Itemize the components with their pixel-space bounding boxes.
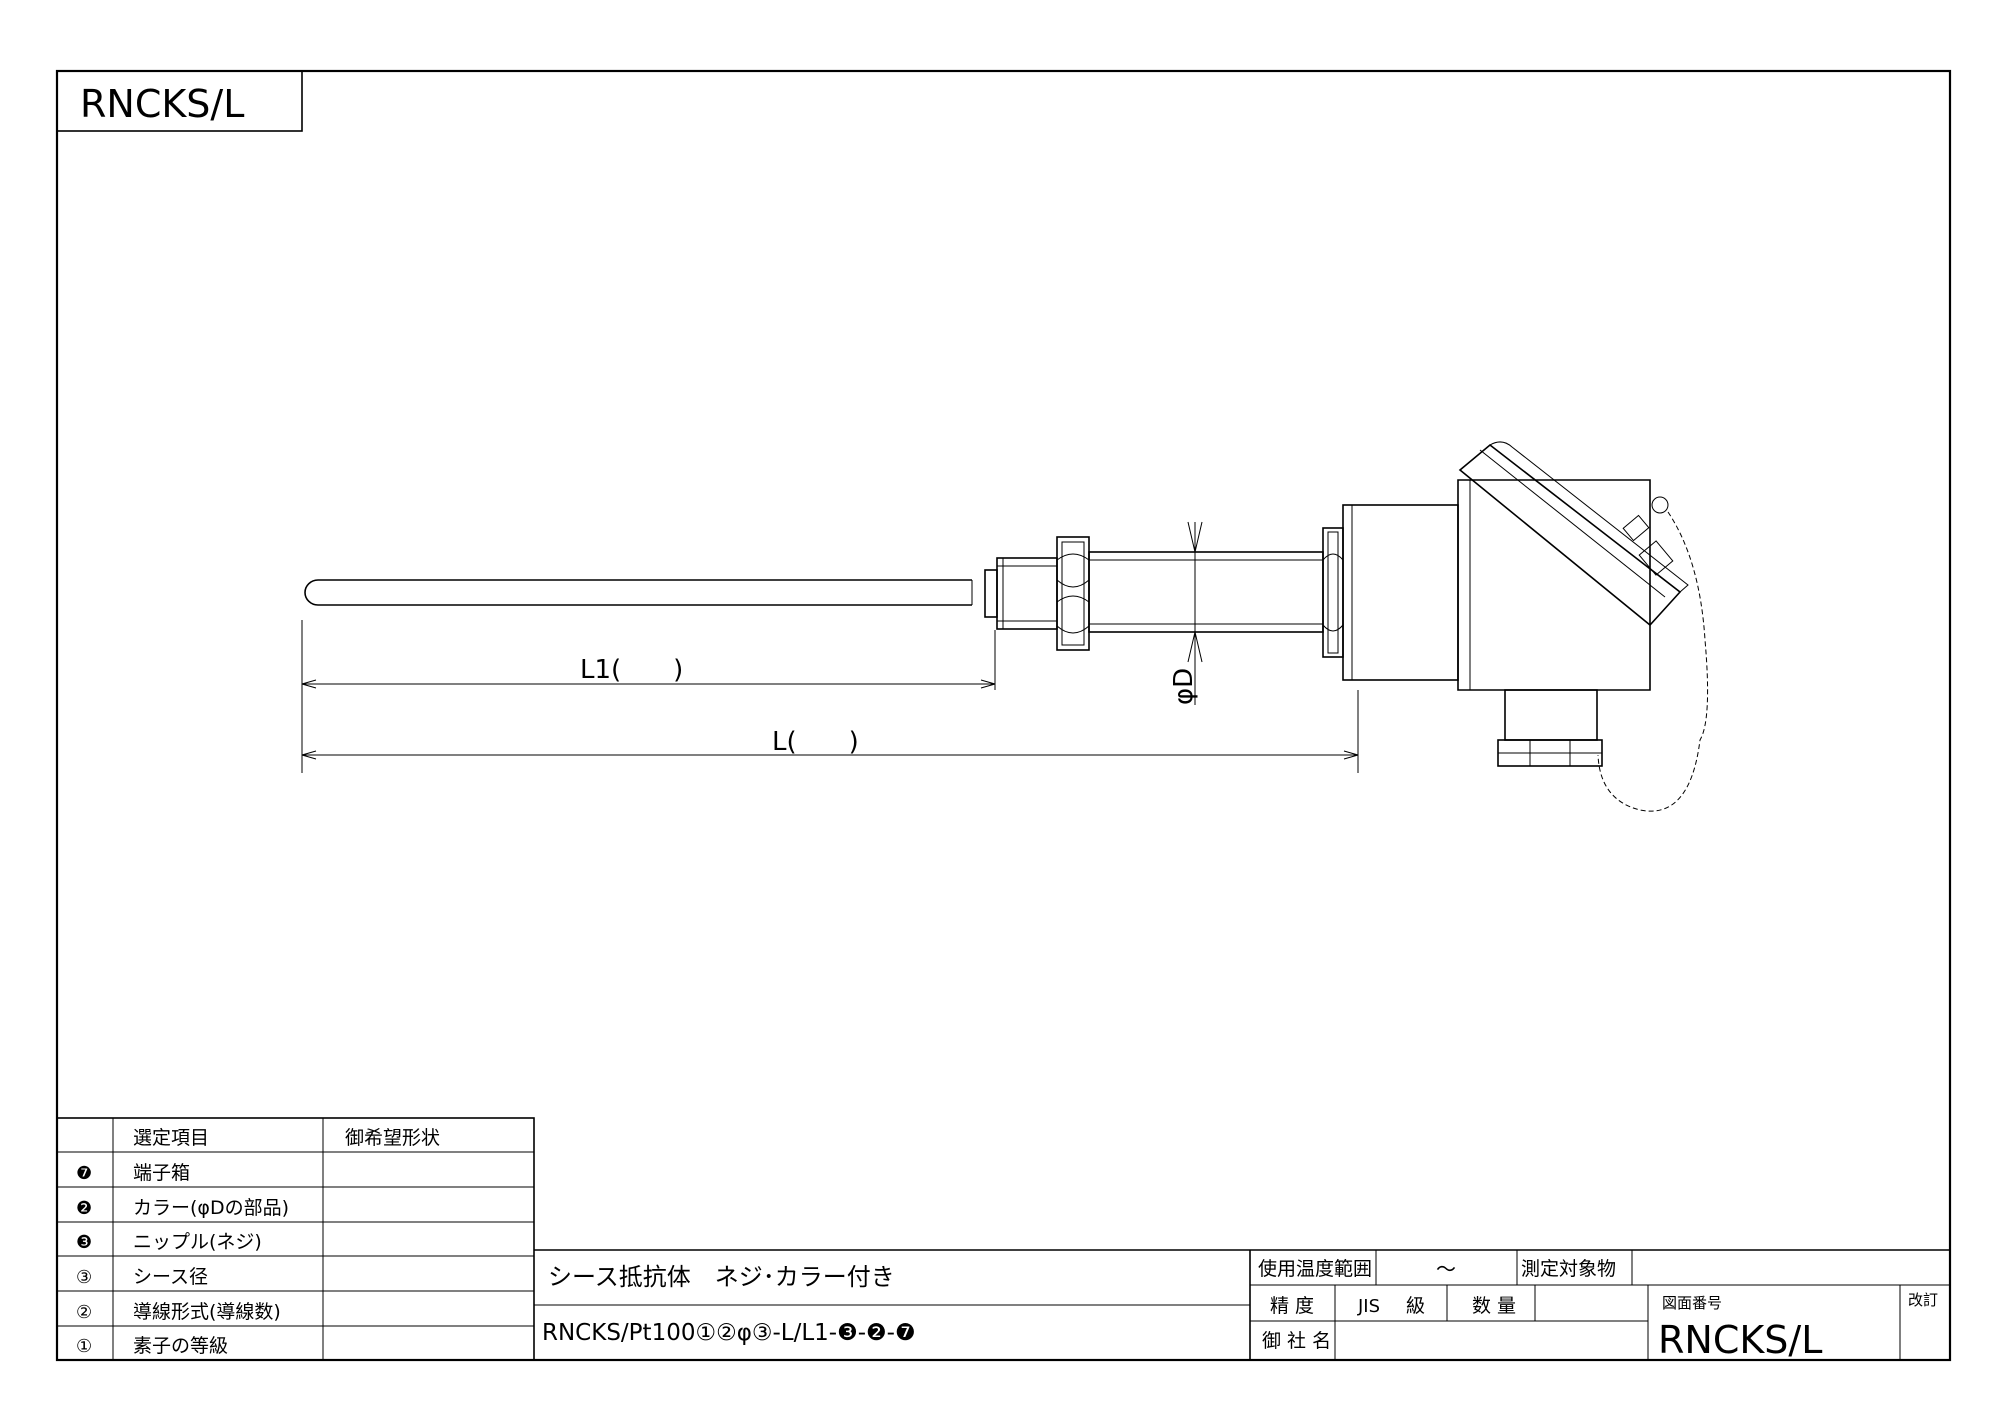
class-label: 級: [1406, 1295, 1425, 1317]
selection-header-wish: 御希望形状: [345, 1127, 440, 1149]
temp-range-value: ～: [1436, 1257, 1456, 1281]
title-block: シース抵抗体 ネジ･カラー付き RNCKS/Pt100①②φ③-L/L1-❸-❷…: [534, 1249, 1950, 1362]
selection-row-mark: ③: [76, 1267, 92, 1288]
terminal-head: [1342, 441, 1709, 812]
revision-label: 改訂: [1908, 1291, 1938, 1309]
selection-row-item: 導線形式(導線数): [133, 1301, 281, 1323]
temp-range-label: 使用温度範囲: [1258, 1258, 1372, 1280]
selection-row-mark: ❼: [76, 1163, 92, 1184]
customer-label: 御 社 名: [1262, 1330, 1331, 1352]
selection-row-mark: ②: [76, 1302, 92, 1323]
collar-tube: [1088, 551, 1324, 633]
selection-row-item: シース径: [133, 1266, 208, 1288]
drawing-code-box: RNCKS/L: [56, 70, 303, 132]
accuracy-label: 精 度: [1270, 1295, 1314, 1317]
selection-header-item: 選定項目: [133, 1127, 209, 1149]
thermometer-drawing: L1( ) L( ) φD: [301, 441, 1709, 812]
drawing-no-label: 図面番号: [1662, 1294, 1722, 1312]
dimension-l1: L1( ): [301, 620, 996, 773]
selection-table: 選定項目 御希望形状 ❼ 端子箱 ❷ カラー(φDの部品) ❸ ニップル(ネジ)…: [56, 1117, 535, 1361]
dimension-l-label: L( ): [772, 727, 859, 757]
dimension-l: L( ): [301, 690, 1359, 773]
drawing-frame: [55, 69, 1952, 1362]
quantity-label: 数 量: [1472, 1295, 1516, 1317]
selection-row-item: カラー(φDの部品): [133, 1197, 289, 1219]
selection-row-mark: ❸: [76, 1232, 92, 1253]
dimension-phi-d-label: φD: [1169, 668, 1199, 705]
selection-row-mark: ❷: [76, 1198, 92, 1219]
drawing-code-label: RNCKS/L: [80, 82, 244, 126]
model-code: RNCKS/Pt100①②φ③-L/L1-❸-❷-❼: [542, 1320, 916, 1346]
sheath-probe: [304, 579, 973, 606]
drawing-no: RNCKS/L: [1658, 1318, 1822, 1362]
nipple-hex-nut: [1056, 536, 1090, 651]
selection-row-item: ニップル(ネジ): [133, 1231, 262, 1253]
threaded-nipple: [984, 557, 1058, 630]
dimension-phi-d: φD: [1169, 521, 1203, 705]
dimension-l1-label: L1( ): [580, 655, 683, 685]
selection-row-item: 端子箱: [133, 1162, 190, 1184]
chain: [1597, 511, 1709, 812]
selection-row-mark: ①: [76, 1336, 92, 1357]
product-name: シース抵抗体 ネジ･カラー付き: [548, 1263, 895, 1291]
measured-object-label: 測定対象物: [1521, 1258, 1616, 1280]
head-hex-nut: [1322, 527, 1344, 658]
selection-row-item: 素子の等級: [133, 1335, 228, 1357]
jis-label: JIS: [1357, 1296, 1380, 1317]
